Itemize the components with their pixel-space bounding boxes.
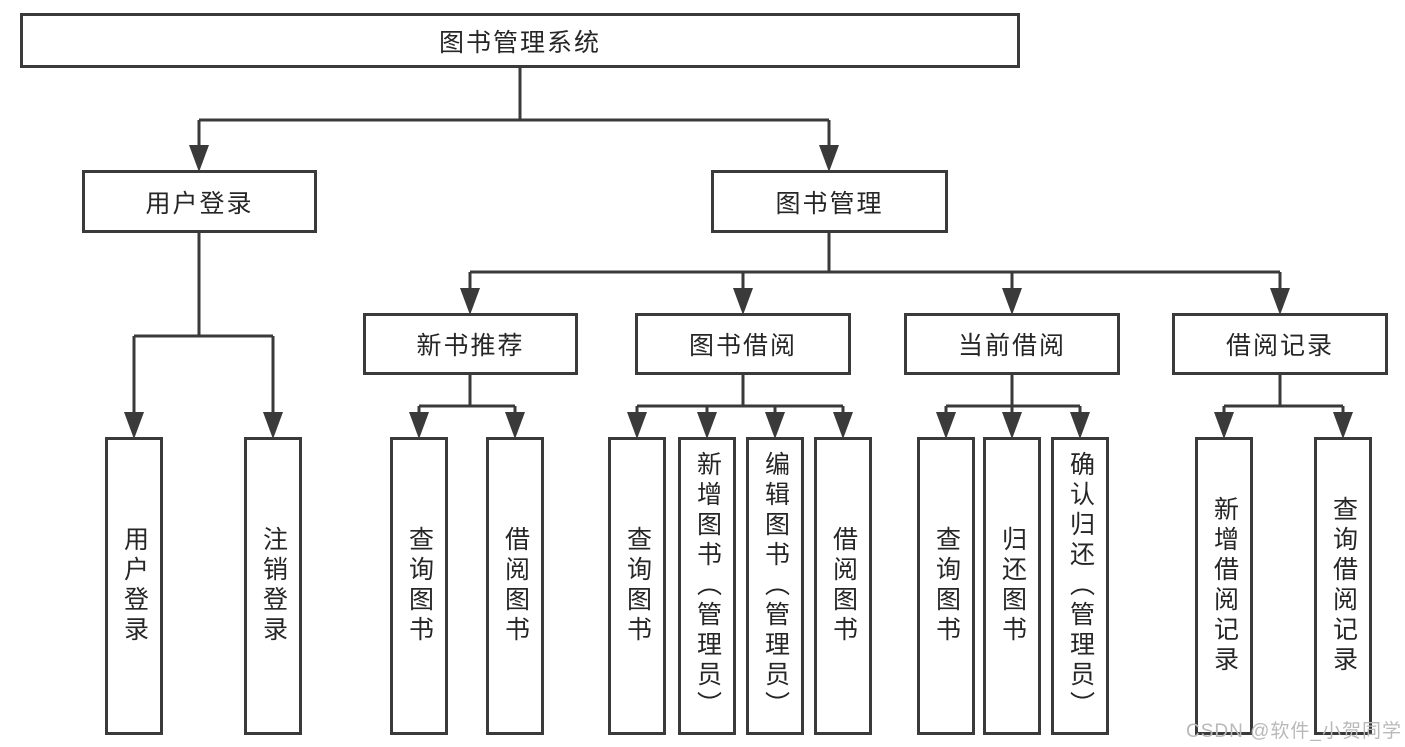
leaf-confirm-return-admin: 确认归还（管理员） <box>1051 437 1109 735</box>
leaf-query-books-recommendation: 查询图书 <box>390 437 448 735</box>
leaf-query-books-borrowing: 查询图书 <box>608 437 666 735</box>
leaf-logout: 注销登录 <box>244 437 302 735</box>
leaf-add-borrow-record: 新增借阅记录 <box>1195 437 1253 735</box>
leaf-borrow-books-borrowing: 借阅图书 <box>814 437 872 735</box>
node-library-management-system: 图书管理系统 <box>20 13 1020 68</box>
node-borrowing-records: 借阅记录 <box>1172 313 1388 375</box>
leaf-edit-book-admin: 编辑图书（管理员） <box>746 437 804 735</box>
node-new-book-recommendation: 新书推荐 <box>363 313 578 375</box>
node-user-login: 用户登录 <box>82 170 317 233</box>
node-book-management: 图书管理 <box>711 170 948 233</box>
csdn-watermark: CSDN @软件_小贺同学 <box>1186 721 1402 742</box>
leaf-query-borrow-record: 查询借阅记录 <box>1314 437 1372 735</box>
leaf-add-book-admin: 新增图书（管理员） <box>678 437 736 735</box>
node-current-borrowing: 当前借阅 <box>904 313 1120 375</box>
leaf-user-login: 用户登录 <box>105 437 163 735</box>
node-book-borrowing: 图书借阅 <box>635 313 851 375</box>
leaf-return-books: 归还图书 <box>983 437 1041 735</box>
leaf-query-books-current: 查询图书 <box>917 437 975 735</box>
leaf-borrow-books-recommendation: 借阅图书 <box>486 437 544 735</box>
